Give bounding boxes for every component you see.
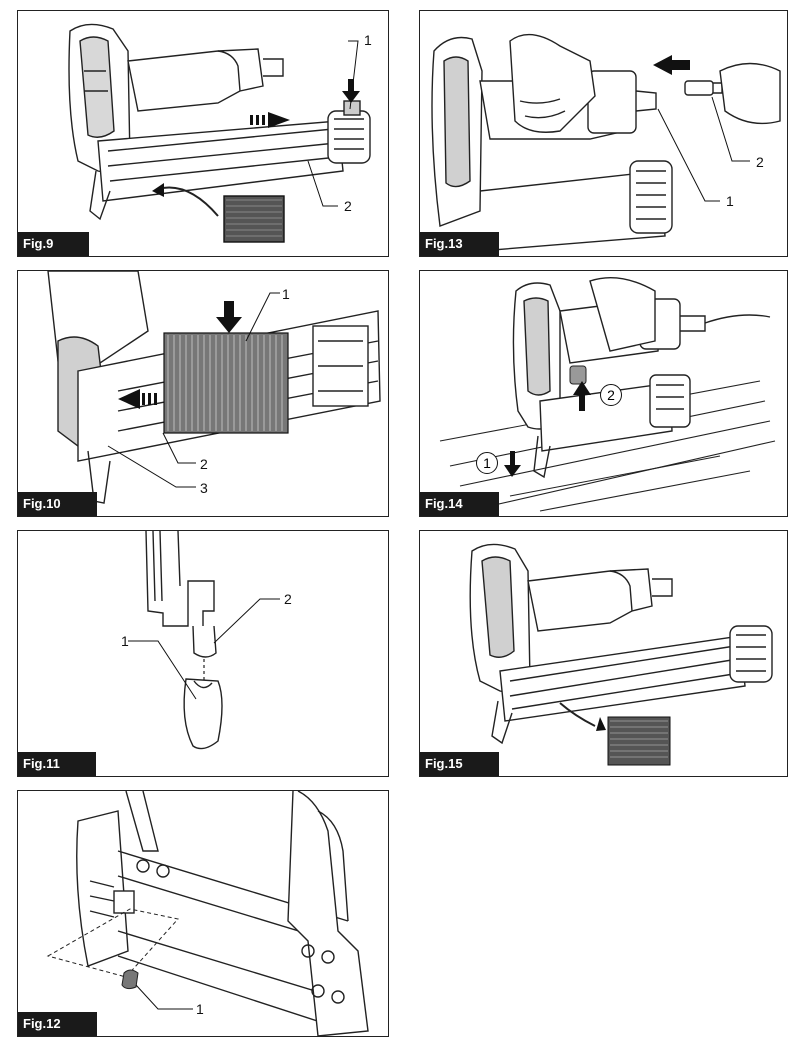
fig11-label: Fig.11 — [18, 752, 96, 776]
fig14-step-1: 1 — [476, 452, 498, 474]
figure-15: Fig.15 — [419, 530, 788, 777]
fig9-callout-1: 1 — [364, 32, 372, 48]
figure-14: 1 2 Fig.14 — [419, 270, 788, 517]
fig10-callout-1: 1 — [282, 286, 290, 302]
fig9-illustration — [68, 23, 371, 243]
fig13-callout-2: 2 — [756, 154, 764, 170]
fig13-label: Fig.13 — [420, 232, 499, 256]
figure-9: 1 2 Fig.9 — [17, 10, 389, 257]
fig11-illustration — [128, 531, 280, 750]
fig14-label: Fig.14 — [420, 492, 499, 516]
fig10-illustration — [47, 271, 381, 504]
fig11-callout-2: 2 — [284, 591, 292, 607]
fig12-callout-1: 1 — [196, 1001, 204, 1017]
figure-12: 1 Fig.12 — [17, 790, 389, 1037]
fig10-callout-3: 3 — [200, 480, 208, 496]
fig13-illustration — [431, 33, 781, 252]
figure-13: 1 2 Fig.13 — [419, 10, 788, 257]
figure-11: 1 2 Fig.11 — [17, 530, 389, 777]
fig12-illustration — [46, 791, 369, 1036]
fig15-illustration — [469, 543, 773, 766]
fig9-label: Fig.9 — [18, 232, 90, 256]
fig13-callout-1: 1 — [726, 193, 734, 209]
fig12-label: Fig.12 — [18, 1012, 97, 1036]
fig15-label: Fig.15 — [420, 752, 499, 776]
fig9-callout-2: 2 — [344, 198, 352, 214]
fig11-callout-1: 1 — [121, 633, 129, 649]
fig10-callout-2: 2 — [200, 456, 208, 472]
fig10-label: Fig.10 — [18, 492, 97, 516]
figure-10: 1 2 3 Fig.10 — [17, 270, 389, 517]
fig14-illustration — [439, 276, 776, 512]
fig14-step-2: 2 — [600, 384, 622, 406]
